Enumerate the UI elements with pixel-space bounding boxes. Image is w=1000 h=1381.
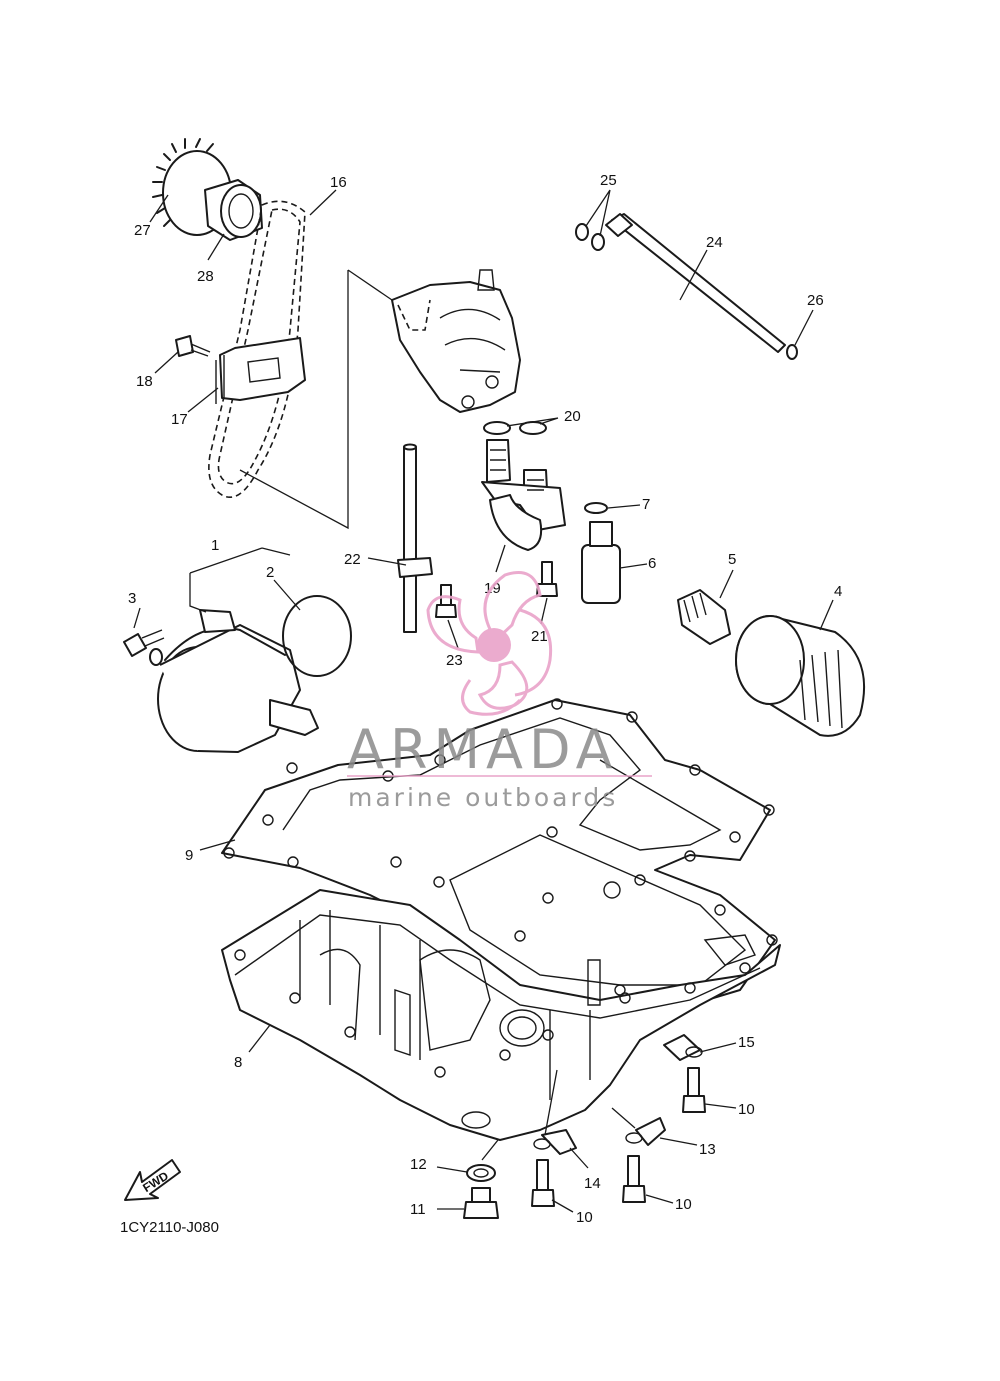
o-ring-26 bbox=[786, 344, 798, 360]
oil-delivery-pipe bbox=[481, 439, 566, 551]
pump-shaft bbox=[605, 213, 786, 353]
watermark-brand: ARMADA bbox=[347, 718, 619, 781]
callout-7: 7 bbox=[642, 496, 650, 513]
filter-stud bbox=[677, 589, 731, 645]
callout-10-lower-centre: 10 bbox=[576, 1209, 593, 1226]
callout-27: 27 bbox=[134, 222, 151, 239]
oil-level-rod bbox=[397, 443, 433, 633]
callout-21: 21 bbox=[531, 628, 548, 645]
callout-20: 20 bbox=[564, 408, 581, 425]
bolt-23 bbox=[435, 584, 457, 618]
cooler-o-ring bbox=[282, 595, 352, 677]
o-ring-25b bbox=[591, 233, 605, 251]
callout-17: 17 bbox=[171, 411, 188, 428]
callout-4: 4 bbox=[834, 583, 842, 600]
callout-1: 1 bbox=[211, 537, 219, 554]
oil-cooler bbox=[149, 609, 319, 753]
callout-24: 24 bbox=[706, 234, 723, 251]
callout-13: 13 bbox=[699, 1141, 716, 1158]
callout-3: 3 bbox=[128, 590, 136, 607]
callout-9: 9 bbox=[185, 847, 193, 864]
callout-10-lower-right: 10 bbox=[675, 1196, 692, 1213]
bolt-10-lower-centre bbox=[531, 1159, 555, 1207]
propeller-logo-icon bbox=[426, 571, 553, 716]
clamp-14 bbox=[533, 1129, 577, 1155]
callout-22: 22 bbox=[344, 551, 361, 568]
callout-labels: 1 2 3 4 5 6 7 8 9 10 10 10 11 12 13 14 1… bbox=[128, 172, 842, 1226]
watermark-tagline: marine outboards bbox=[348, 783, 618, 812]
guide-bolt bbox=[175, 335, 211, 357]
callout-10-right: 10 bbox=[738, 1101, 755, 1118]
callout-23: 23 bbox=[446, 652, 463, 669]
small-o-ring bbox=[584, 502, 608, 514]
callout-5: 5 bbox=[728, 551, 736, 568]
callout-12: 12 bbox=[410, 1156, 427, 1173]
needle-bearing bbox=[220, 184, 262, 238]
callout-26: 26 bbox=[807, 292, 824, 309]
cooler-bolt bbox=[123, 629, 165, 657]
forward-arrow-icon: FWD bbox=[124, 1159, 181, 1201]
callout-28: 28 bbox=[197, 268, 214, 285]
bolt-10-right bbox=[682, 1067, 706, 1113]
oil-filter-cartridge bbox=[735, 615, 866, 737]
diagram-code: 1CY2110-J080 bbox=[120, 1219, 219, 1236]
o-ring-25a bbox=[575, 223, 589, 241]
callout-25: 25 bbox=[600, 172, 617, 189]
oil-pump bbox=[391, 269, 521, 413]
watermark: ARMADA marine outboards bbox=[347, 718, 652, 812]
clamp-15 bbox=[663, 1034, 703, 1061]
callout-15: 15 bbox=[738, 1034, 755, 1051]
bolt-21 bbox=[536, 561, 558, 597]
callout-8: 8 bbox=[234, 1054, 242, 1071]
callout-18: 18 bbox=[136, 373, 153, 390]
clamp-13 bbox=[625, 1117, 666, 1146]
drain-washer bbox=[466, 1164, 496, 1182]
bolt-10-lower-right bbox=[622, 1155, 646, 1203]
drive-chain bbox=[208, 200, 306, 498]
drain-bolt bbox=[463, 1187, 499, 1219]
callout-14: 14 bbox=[584, 1175, 601, 1192]
leader-lines bbox=[133, 189, 834, 1213]
chain-guide bbox=[215, 337, 306, 404]
callout-6: 6 bbox=[648, 555, 656, 572]
callout-2: 2 bbox=[266, 564, 274, 581]
callout-16: 16 bbox=[330, 174, 347, 191]
callout-11: 11 bbox=[410, 1201, 426, 1218]
union-bolt bbox=[581, 521, 621, 604]
oil-pan bbox=[221, 889, 781, 1141]
